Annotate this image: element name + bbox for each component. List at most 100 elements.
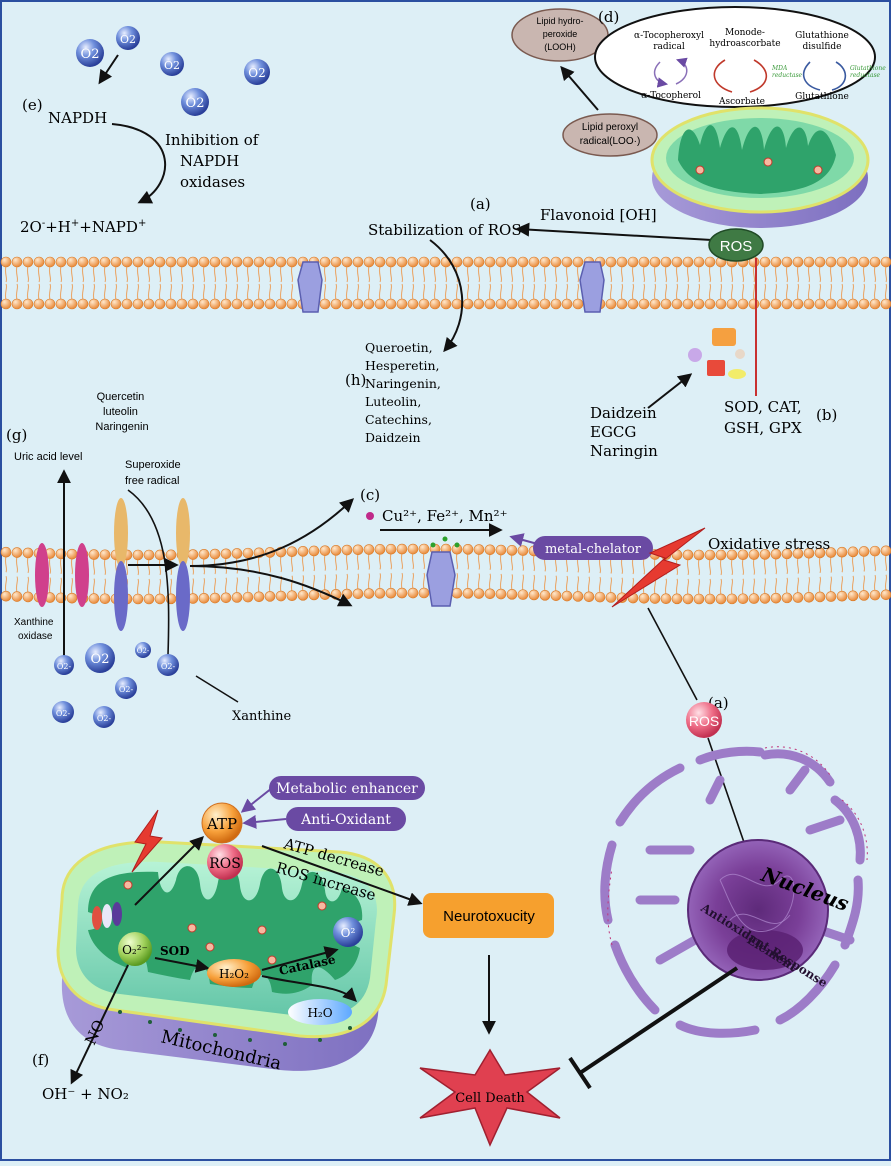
lipid-head: [176, 298, 188, 310]
lipid-head: [220, 256, 232, 268]
lipid-head: [99, 549, 111, 561]
lipid-head: [121, 298, 133, 310]
lipid-head: [451, 587, 463, 599]
lipid-head: [836, 546, 848, 558]
lipid-head: [473, 544, 485, 555]
lipid-tail: [554, 265, 558, 301]
lipid-tail: [686, 558, 690, 596]
lipid-head: [759, 256, 771, 268]
lipid-head: [462, 256, 474, 268]
lipid-tail: [125, 265, 129, 301]
lipid-head: [341, 544, 353, 556]
lipid-head: [418, 543, 430, 555]
lipid-tail: [653, 265, 657, 301]
lipid-head: [682, 256, 694, 268]
lipid-tail: [631, 265, 635, 301]
lipid-head: [407, 587, 419, 599]
lipid-head: [132, 593, 144, 605]
lipid-head: [836, 590, 848, 602]
lipid-tail: [818, 265, 822, 301]
lipid-tail: [334, 265, 338, 301]
lipid-tail: [840, 265, 844, 301]
no-arrow: [70, 964, 129, 1085]
lipid-head: [770, 256, 782, 268]
b-compound-list: Daidzein EGCG Naringin: [590, 404, 661, 460]
lipid-head: [792, 592, 804, 603]
label-g: (g): [6, 426, 27, 444]
lipid-tail: [103, 558, 107, 595]
lipid-head: [803, 547, 815, 559]
lipid-head: [506, 545, 518, 556]
lipid-tail: [147, 558, 151, 596]
svg-text:ROS: ROS: [689, 713, 719, 729]
lipid-head: [550, 298, 562, 310]
lipid-head: [330, 298, 342, 310]
lipid-head: [693, 256, 705, 268]
lipid-tail: [697, 265, 701, 301]
lipid-head: [198, 549, 210, 560]
lipid-head: [770, 592, 782, 604]
lipid-head: [462, 298, 474, 310]
lipid-head: [572, 298, 584, 310]
lipid-tail: [26, 556, 30, 594]
lipid-head: [11, 256, 23, 268]
lipid-head: [363, 298, 375, 310]
lipid-head: [825, 547, 837, 558]
lipid-head: [165, 256, 177, 268]
label-d: (d): [598, 8, 619, 26]
lipid-head: [561, 298, 573, 310]
enzymes-line2: GSH, GPX: [724, 419, 802, 437]
lipid-head: [99, 298, 111, 310]
lipid-head: [836, 256, 848, 268]
lipid-tail: [235, 265, 239, 301]
lipid-tail: [532, 265, 536, 301]
membrane-transporter-right: [176, 498, 190, 631]
lipid-head: [847, 256, 859, 268]
lipid-head: [792, 256, 804, 268]
lipid-head: [682, 593, 694, 605]
lipid-head: [385, 256, 397, 268]
lipid-head: [319, 298, 331, 310]
label-c: (c): [360, 486, 380, 504]
enzymes-line1: SOD, CAT,: [724, 398, 802, 416]
lipid-tail: [70, 558, 74, 595]
inhibition-arrow: [111, 123, 167, 204]
lipid-head: [88, 593, 100, 604]
lipid-head: [143, 298, 155, 310]
lipid-head: [231, 256, 243, 268]
ascorbate-label: Ascorbate: [718, 97, 765, 107]
lipid-tail: [81, 265, 85, 301]
lipid-tail: [411, 552, 415, 590]
lipid-tail: [774, 265, 778, 301]
cell-death-burst: Cell Death: [419, 1048, 561, 1147]
lipid-head: [638, 592, 650, 604]
svg-text:Lipid hydro-: Lipid hydro-: [536, 16, 583, 26]
lipid-head: [858, 256, 870, 268]
glutathione-label: Glutathione: [795, 92, 849, 102]
lipid-tail: [169, 265, 173, 301]
lipid-head: [726, 549, 738, 561]
superoxide-node: O₂²⁻: [118, 932, 152, 966]
lipid-head: [242, 547, 254, 559]
antioxidant-arrow: [242, 814, 287, 829]
o2-molecule: O2: [76, 39, 104, 67]
svg-text:peroxide: peroxide: [543, 29, 578, 39]
sod-arrow: [154, 957, 210, 973]
atp-node: ATP: [201, 802, 243, 844]
lipid-tail: [37, 265, 41, 301]
o2-molecule: O2: [181, 88, 209, 116]
lipid-tail: [807, 557, 811, 594]
lipid-head: [803, 591, 815, 603]
lipid-head: [737, 593, 749, 605]
svg-text:reductase: reductase: [850, 72, 881, 79]
lipid-head: [418, 256, 430, 268]
lipid-head: [484, 544, 496, 556]
lipid-head: [495, 256, 507, 268]
lipid-head: [814, 591, 826, 603]
lipid-head: [165, 298, 177, 310]
lipid-tail: [389, 553, 393, 590]
lipid-tail: [741, 558, 745, 595]
lipid-tail: [719, 558, 723, 596]
